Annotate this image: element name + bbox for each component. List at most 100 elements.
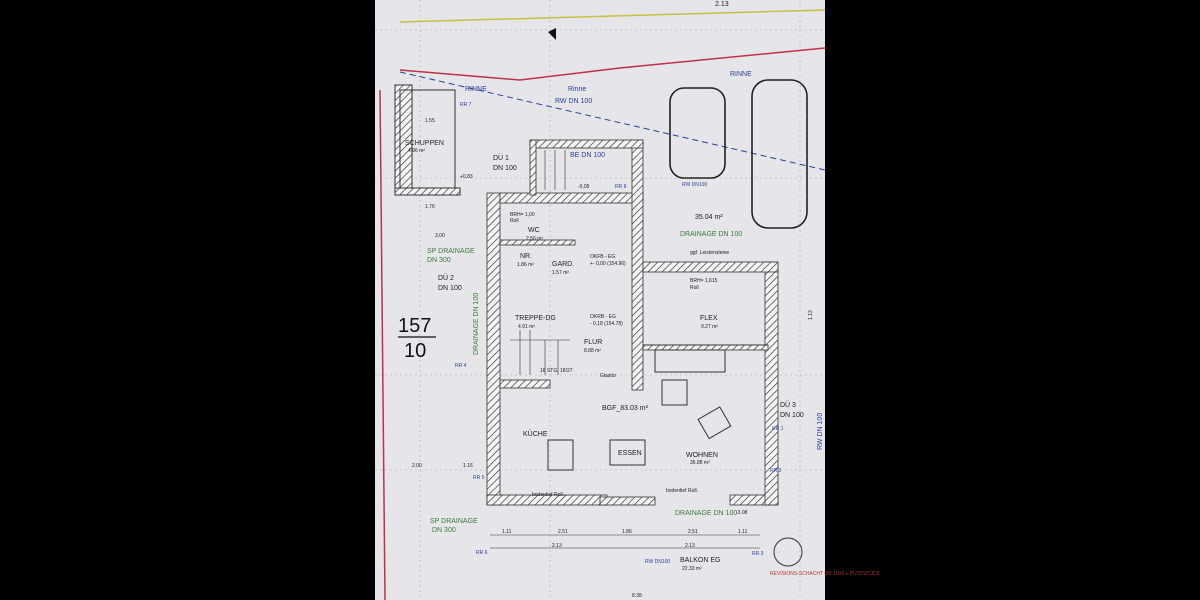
room-area-treppe: 4.91 m² xyxy=(518,324,535,330)
label-revision-shaft: REVISIONS-SCHACHT DN 1000 + PUTZSTÜCK xyxy=(770,570,880,577)
car-icon xyxy=(751,79,808,229)
label-sp-drainage: SP DRAINAGE xyxy=(430,518,478,525)
label-door: Glastür xyxy=(600,373,616,379)
label-bodentief: bodentief Roll. xyxy=(666,488,698,494)
label-rw-dn100: RW DN 100 xyxy=(555,98,592,105)
label-rinne: RINNE xyxy=(730,71,752,78)
label-rinne: Rinne xyxy=(568,86,586,93)
rain-gutter-line xyxy=(399,71,826,171)
label-rinne: RINNE xyxy=(465,86,487,93)
parcel-boundary xyxy=(379,89,386,600)
room-area-wohnen: 36.88 m² xyxy=(690,460,710,466)
room-name-essen: ESSEN xyxy=(618,450,642,457)
bgf-label: BGF_83.03 m² xyxy=(602,405,649,412)
room-area-flur: 8.88 m² xyxy=(584,348,601,354)
dining-table xyxy=(609,439,646,466)
dimension: 1.76 xyxy=(425,204,435,210)
car-icon xyxy=(669,87,726,179)
label-rr: RR 3 xyxy=(752,551,764,557)
label-leistensteine: ggf. Leistensteine xyxy=(690,250,729,256)
level-mark: +0,83 xyxy=(460,174,473,180)
label-rr: RR 1 xyxy=(772,426,784,432)
sofa xyxy=(654,349,726,373)
label-du1-dn: DN 100 xyxy=(493,165,517,172)
room-name-flur: FLUR xyxy=(584,339,602,346)
dimension: 2.00 xyxy=(412,463,422,469)
label-du1: DÜ 1 xyxy=(493,154,509,162)
label-rw-dn100: RW DN100 xyxy=(682,182,707,188)
kitchen-island xyxy=(547,439,574,471)
room-name-wohnen: WOHNEN xyxy=(686,452,718,459)
label-roll: Roll xyxy=(510,218,519,224)
armchair xyxy=(697,406,732,440)
room-area-balkon: 22.33 m² xyxy=(682,566,702,572)
label-rr: RR 4 xyxy=(455,363,467,369)
label-drainage: DRAINAGE DN 100 xyxy=(473,293,480,355)
label-brh: BRH= 1,615 xyxy=(690,278,718,284)
dimension-top: 2.13 xyxy=(715,1,729,8)
level-value: - 0,18 (154.78) xyxy=(590,321,623,327)
dimension: 1.11 xyxy=(738,529,748,535)
coffee-table xyxy=(661,379,688,406)
label-sp-drainage-dn: DN 300 xyxy=(427,257,451,264)
north-arrow-icon xyxy=(548,28,556,40)
dimension: 1.55 xyxy=(425,118,435,124)
dimension: 2.13 xyxy=(552,543,562,549)
label-drainage: DRAINAGE DN 100 xyxy=(675,510,737,517)
room-name-kueche: KÜCHE xyxy=(523,430,548,438)
dimension: 3.00 xyxy=(435,233,445,239)
room-name-balkon: BALKON EG xyxy=(680,557,720,564)
dimension: 1.16 xyxy=(463,463,473,469)
label-rr: RR 8 xyxy=(615,184,627,190)
carport-area: 35.04 m² xyxy=(695,214,723,221)
level-value: +- 0,00 (154.96) xyxy=(590,261,626,267)
room-area-nr: 1.86 m² xyxy=(517,262,534,268)
parcel-number-top: 157 xyxy=(398,315,431,337)
label-rr: RR 6 xyxy=(476,550,488,556)
label-stairs: 16 STG. 18/27 xyxy=(540,368,573,374)
room-area-gard: 1.57 m² xyxy=(552,270,569,276)
level-label: OKFB - EG xyxy=(590,254,615,260)
label-rw-dn100: RW DN100 xyxy=(645,559,670,565)
room-area-wc: 2.56 m² xyxy=(526,236,543,242)
label-brh: BRH= 1,00 xyxy=(510,212,535,218)
label-rr: RR 2 xyxy=(770,468,782,474)
label-roll: Roll xyxy=(690,285,699,291)
room-name-wc: WC xyxy=(528,227,540,234)
label-sp-drainage-dn: DN 300 xyxy=(432,527,456,534)
room-name-gard: GARD. xyxy=(552,261,574,268)
room-name-nr: NR. xyxy=(520,253,532,260)
room-area-schuppen: 4.96 m² xyxy=(408,148,425,154)
room-name-flex: FLEX xyxy=(700,315,718,322)
label-du3-dn: DN 100 xyxy=(780,412,804,419)
parcel-boundary-top xyxy=(399,47,826,81)
dimension: 2.51 xyxy=(558,529,568,535)
level-mark: -0,05 xyxy=(578,184,590,190)
dimension: 1.86 xyxy=(622,529,632,535)
room-area-flex: 9.27 m² xyxy=(701,324,718,330)
label-drainage: DRAINAGE DN 100 xyxy=(680,231,742,238)
road-edge xyxy=(399,9,826,23)
level-mark: -3.08 xyxy=(736,510,748,516)
label-bodentief: bodentief Roll. xyxy=(532,492,564,498)
label-rw-dn100: RW DN 100 xyxy=(817,413,824,450)
revision-shaft xyxy=(773,537,803,567)
label-du2: DÜ 2 xyxy=(438,274,454,282)
label-be: BE DN 100 xyxy=(570,152,605,159)
dimension: 1.13 xyxy=(808,310,814,320)
staircase xyxy=(510,150,570,375)
label-du2-dn: DN 100 xyxy=(438,285,462,292)
parcel-number-bottom: 10 xyxy=(404,340,426,362)
dimension: 8.38 xyxy=(632,593,642,599)
dimension: 2.51 xyxy=(688,529,698,535)
dimension: 1.11 xyxy=(502,529,512,535)
room-name-schuppen: SCHUPPEN xyxy=(405,140,444,147)
building-walls xyxy=(486,139,779,506)
label-sp-drainage: SP DRAINAGE xyxy=(427,248,475,255)
label-du3: DÜ 3 xyxy=(780,401,796,409)
label-rr: RR 7 xyxy=(460,102,472,108)
dimension: 2.13 xyxy=(685,543,695,549)
level-label: OKRB - EG xyxy=(590,314,616,320)
label-rr: RR 5 xyxy=(473,475,485,481)
